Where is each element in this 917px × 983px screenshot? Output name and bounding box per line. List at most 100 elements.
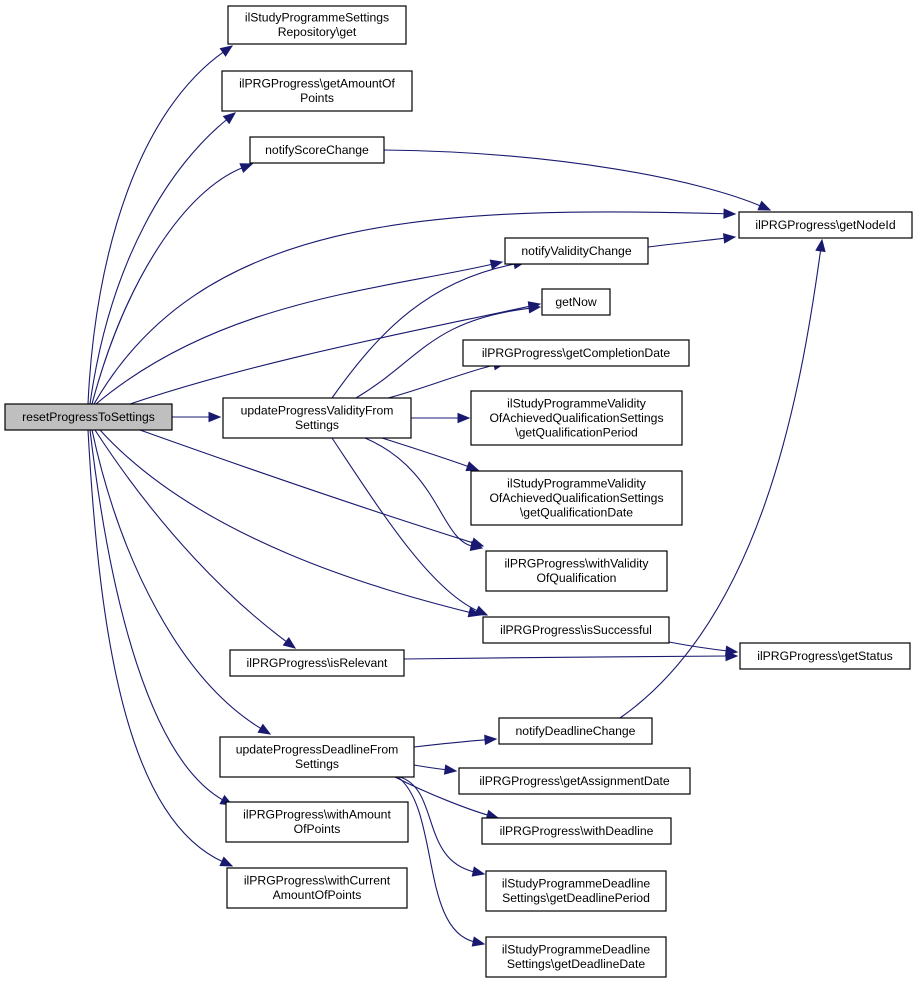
- edge-line: [99, 429, 472, 614]
- node-box[interactable]: [4, 403, 173, 431]
- edge-line: [381, 437, 470, 468]
- node-label: ilPRGProgress\getAssignmentDate: [479, 774, 670, 788]
- node-box[interactable]: [470, 470, 683, 526]
- node-label: ilPRGProgress\withAmount: [243, 808, 391, 822]
- node-getStatus[interactable]: ilPRGProgress\getStatus: [739, 642, 911, 670]
- node-box[interactable]: [226, 867, 408, 909]
- node-getDeadlineDate[interactable]: ilStudyProgrammeDeadlineSettings\getDead…: [485, 936, 667, 978]
- node-box[interactable]: [485, 936, 667, 978]
- edge-line: [331, 263, 517, 399]
- arrowhead-icon: [222, 112, 237, 125]
- edge-updateDeadline-to-getDeadlinePeriod: [399, 776, 486, 877]
- node-label: OfAchievedQualificationSettings: [489, 491, 663, 505]
- node-label: AmountOfPoints: [273, 888, 362, 902]
- node-label: ilPRGProgress\getStatus: [757, 649, 892, 663]
- edge-notifyDeadlineChange-to-getNodeId: [619, 238, 826, 719]
- node-box[interactable]: [225, 801, 409, 843]
- node-box[interactable]: [504, 237, 649, 265]
- node-getDeadlinePeriod[interactable]: ilStudyProgrammeDeadlineSettings\getDead…: [485, 870, 667, 912]
- arrowhead-icon: [474, 605, 489, 616]
- edge-updateValidity-to-getQualificationDate: [381, 437, 480, 472]
- node-box[interactable]: [458, 767, 691, 795]
- edge-updateValidity-to-withValidityOfQualification: [364, 437, 484, 552]
- arrowhead-icon: [208, 411, 222, 423]
- edge-root-to-getAmountOfPoints: [89, 112, 237, 405]
- node-getNodeId[interactable]: ilPRGProgress\getNodeId: [738, 211, 913, 239]
- node-label: getNow: [555, 295, 597, 309]
- node-label: notifyValidityChange: [521, 244, 631, 258]
- node-box[interactable]: [249, 136, 385, 164]
- node-label: \getQualificationDate: [520, 505, 633, 519]
- node-box[interactable]: [485, 870, 667, 912]
- edge-line: [331, 437, 479, 612]
- node-notifyDeadlineChange[interactable]: notifyDeadlineChange: [498, 717, 653, 745]
- node-withDeadline[interactable]: ilPRGProgress\withDeadline: [481, 817, 672, 845]
- edge-line: [89, 429, 225, 802]
- node-label: Settings: [295, 418, 339, 432]
- node-box[interactable]: [229, 649, 405, 677]
- edge-updateDeadline-to-notifyDeadlineChange: [413, 734, 498, 748]
- node-box[interactable]: [470, 390, 683, 446]
- edge-root-to-notifyValidityChange: [95, 259, 504, 405]
- node-box[interactable]: [541, 288, 611, 316]
- node-box[interactable]: [498, 717, 653, 745]
- node-withValidityOfQualification[interactable]: ilPRGProgress\withValidityOfQualificatio…: [485, 550, 668, 592]
- node-box[interactable]: [738, 211, 913, 239]
- edge-updateValidity-to-getNow: [355, 303, 542, 399]
- node-getNow[interactable]: getNow: [541, 288, 611, 316]
- edge-line: [668, 641, 729, 652]
- edge-line: [619, 248, 822, 719]
- node-label: OfPoints: [294, 822, 341, 836]
- node-getQualificationDate[interactable]: ilStudyProgrammeValidityOfAchievedQualif…: [470, 470, 683, 526]
- node-label: ilStudyProgrammeValidity: [507, 476, 647, 490]
- edge-line: [87, 429, 225, 863]
- node-label: ilPRGProgress\getNodeId: [755, 218, 895, 232]
- edge-line: [129, 305, 532, 405]
- node-getQualificationPeriod[interactable]: ilStudyProgrammeValidityOfAchievedQualif…: [470, 390, 683, 446]
- node-getAssignmentDate[interactable]: ilPRGProgress\getAssignmentDate: [458, 767, 691, 795]
- node-box[interactable]: [462, 339, 690, 367]
- edge-line: [413, 739, 488, 748]
- node-box[interactable]: [482, 616, 670, 644]
- node-isSuccessful[interactable]: ilPRGProgress\isSuccessful: [482, 616, 670, 644]
- edge-updateValidity-to-isSuccessful: [331, 437, 489, 616]
- node-box[interactable]: [222, 397, 412, 439]
- node-box[interactable]: [221, 70, 413, 112]
- node-label: \getQualificationPeriod: [515, 425, 638, 439]
- edge-line: [387, 364, 497, 399]
- node-notifyValidityChange[interactable]: notifyValidityChange: [504, 237, 649, 265]
- node-label: resetProgressToSettings: [22, 410, 155, 424]
- node-isRelevant[interactable]: ilPRGProgress\isRelevant: [229, 649, 405, 677]
- edge-line: [91, 166, 244, 405]
- edge-line: [397, 776, 476, 943]
- edge-line: [413, 764, 448, 771]
- node-label: Settings\getDeadlineDate: [507, 957, 645, 971]
- node-getCompletionDate[interactable]: ilPRGProgress\getCompletionDate: [462, 339, 690, 367]
- node-box[interactable]: [739, 642, 911, 670]
- node-box[interactable]: [485, 550, 668, 592]
- edge-updateValidity-to-getQualificationPeriod: [411, 412, 471, 424]
- edge-updateValidity-to-notifyValidityChange: [331, 258, 527, 399]
- edge-notifyScoreChange-to-getNodeId: [383, 149, 772, 211]
- edge-line: [403, 655, 729, 660]
- arrowhead-icon: [465, 461, 480, 472]
- node-box[interactable]: [227, 5, 407, 45]
- node-label: updateProgressDeadlineFrom: [236, 743, 399, 757]
- arrowhead-icon: [239, 163, 254, 174]
- node-label: ilStudyProgrammeValidity: [507, 396, 647, 410]
- edge-line: [394, 776, 490, 817]
- node-root[interactable]: resetProgressToSettings: [4, 403, 173, 431]
- node-notifyScoreChange[interactable]: notifyScoreChange: [249, 136, 385, 164]
- edge-line: [89, 118, 229, 405]
- edge-root-to-updateValidity: [171, 411, 222, 423]
- node-box[interactable]: [219, 736, 415, 778]
- edge-line: [399, 776, 476, 873]
- node-box[interactable]: [481, 817, 672, 845]
